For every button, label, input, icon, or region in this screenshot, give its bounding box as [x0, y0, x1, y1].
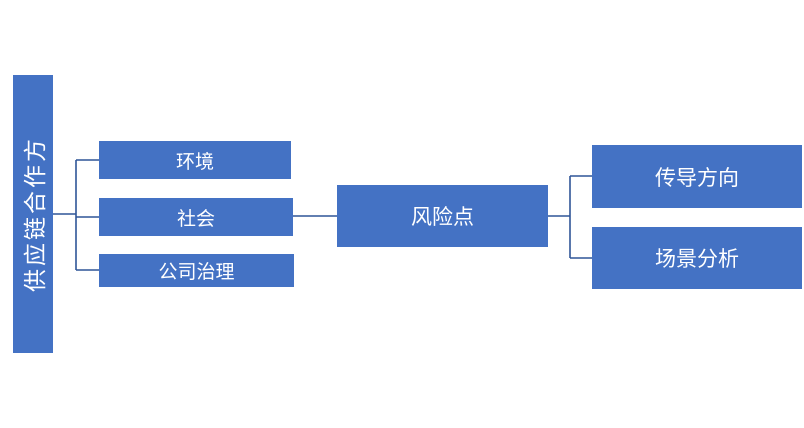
node-scenario-analysis: 场景分析	[592, 227, 802, 289]
node-society-label: 社会	[176, 207, 215, 230]
node-environment-label: 环境	[175, 150, 214, 173]
node-society: 社会	[99, 198, 293, 236]
node-transmission-direction-label: 传导方向	[655, 165, 739, 190]
root-node-supply-chain-partner: 供应链合作方	[13, 75, 53, 353]
node-corporate-governance: 公司治理	[99, 254, 294, 287]
root-node-label: 供应链合作方	[23, 136, 49, 292]
node-scenario-analysis-label: 场景分析	[655, 247, 739, 271]
node-environment: 环境	[99, 141, 291, 179]
node-risk-point: 风险点	[337, 185, 548, 247]
node-corporate-governance-label: 公司治理	[158, 261, 235, 283]
node-risk-point-label: 风险点	[411, 205, 474, 229]
node-transmission-direction: 传导方向	[592, 145, 802, 208]
